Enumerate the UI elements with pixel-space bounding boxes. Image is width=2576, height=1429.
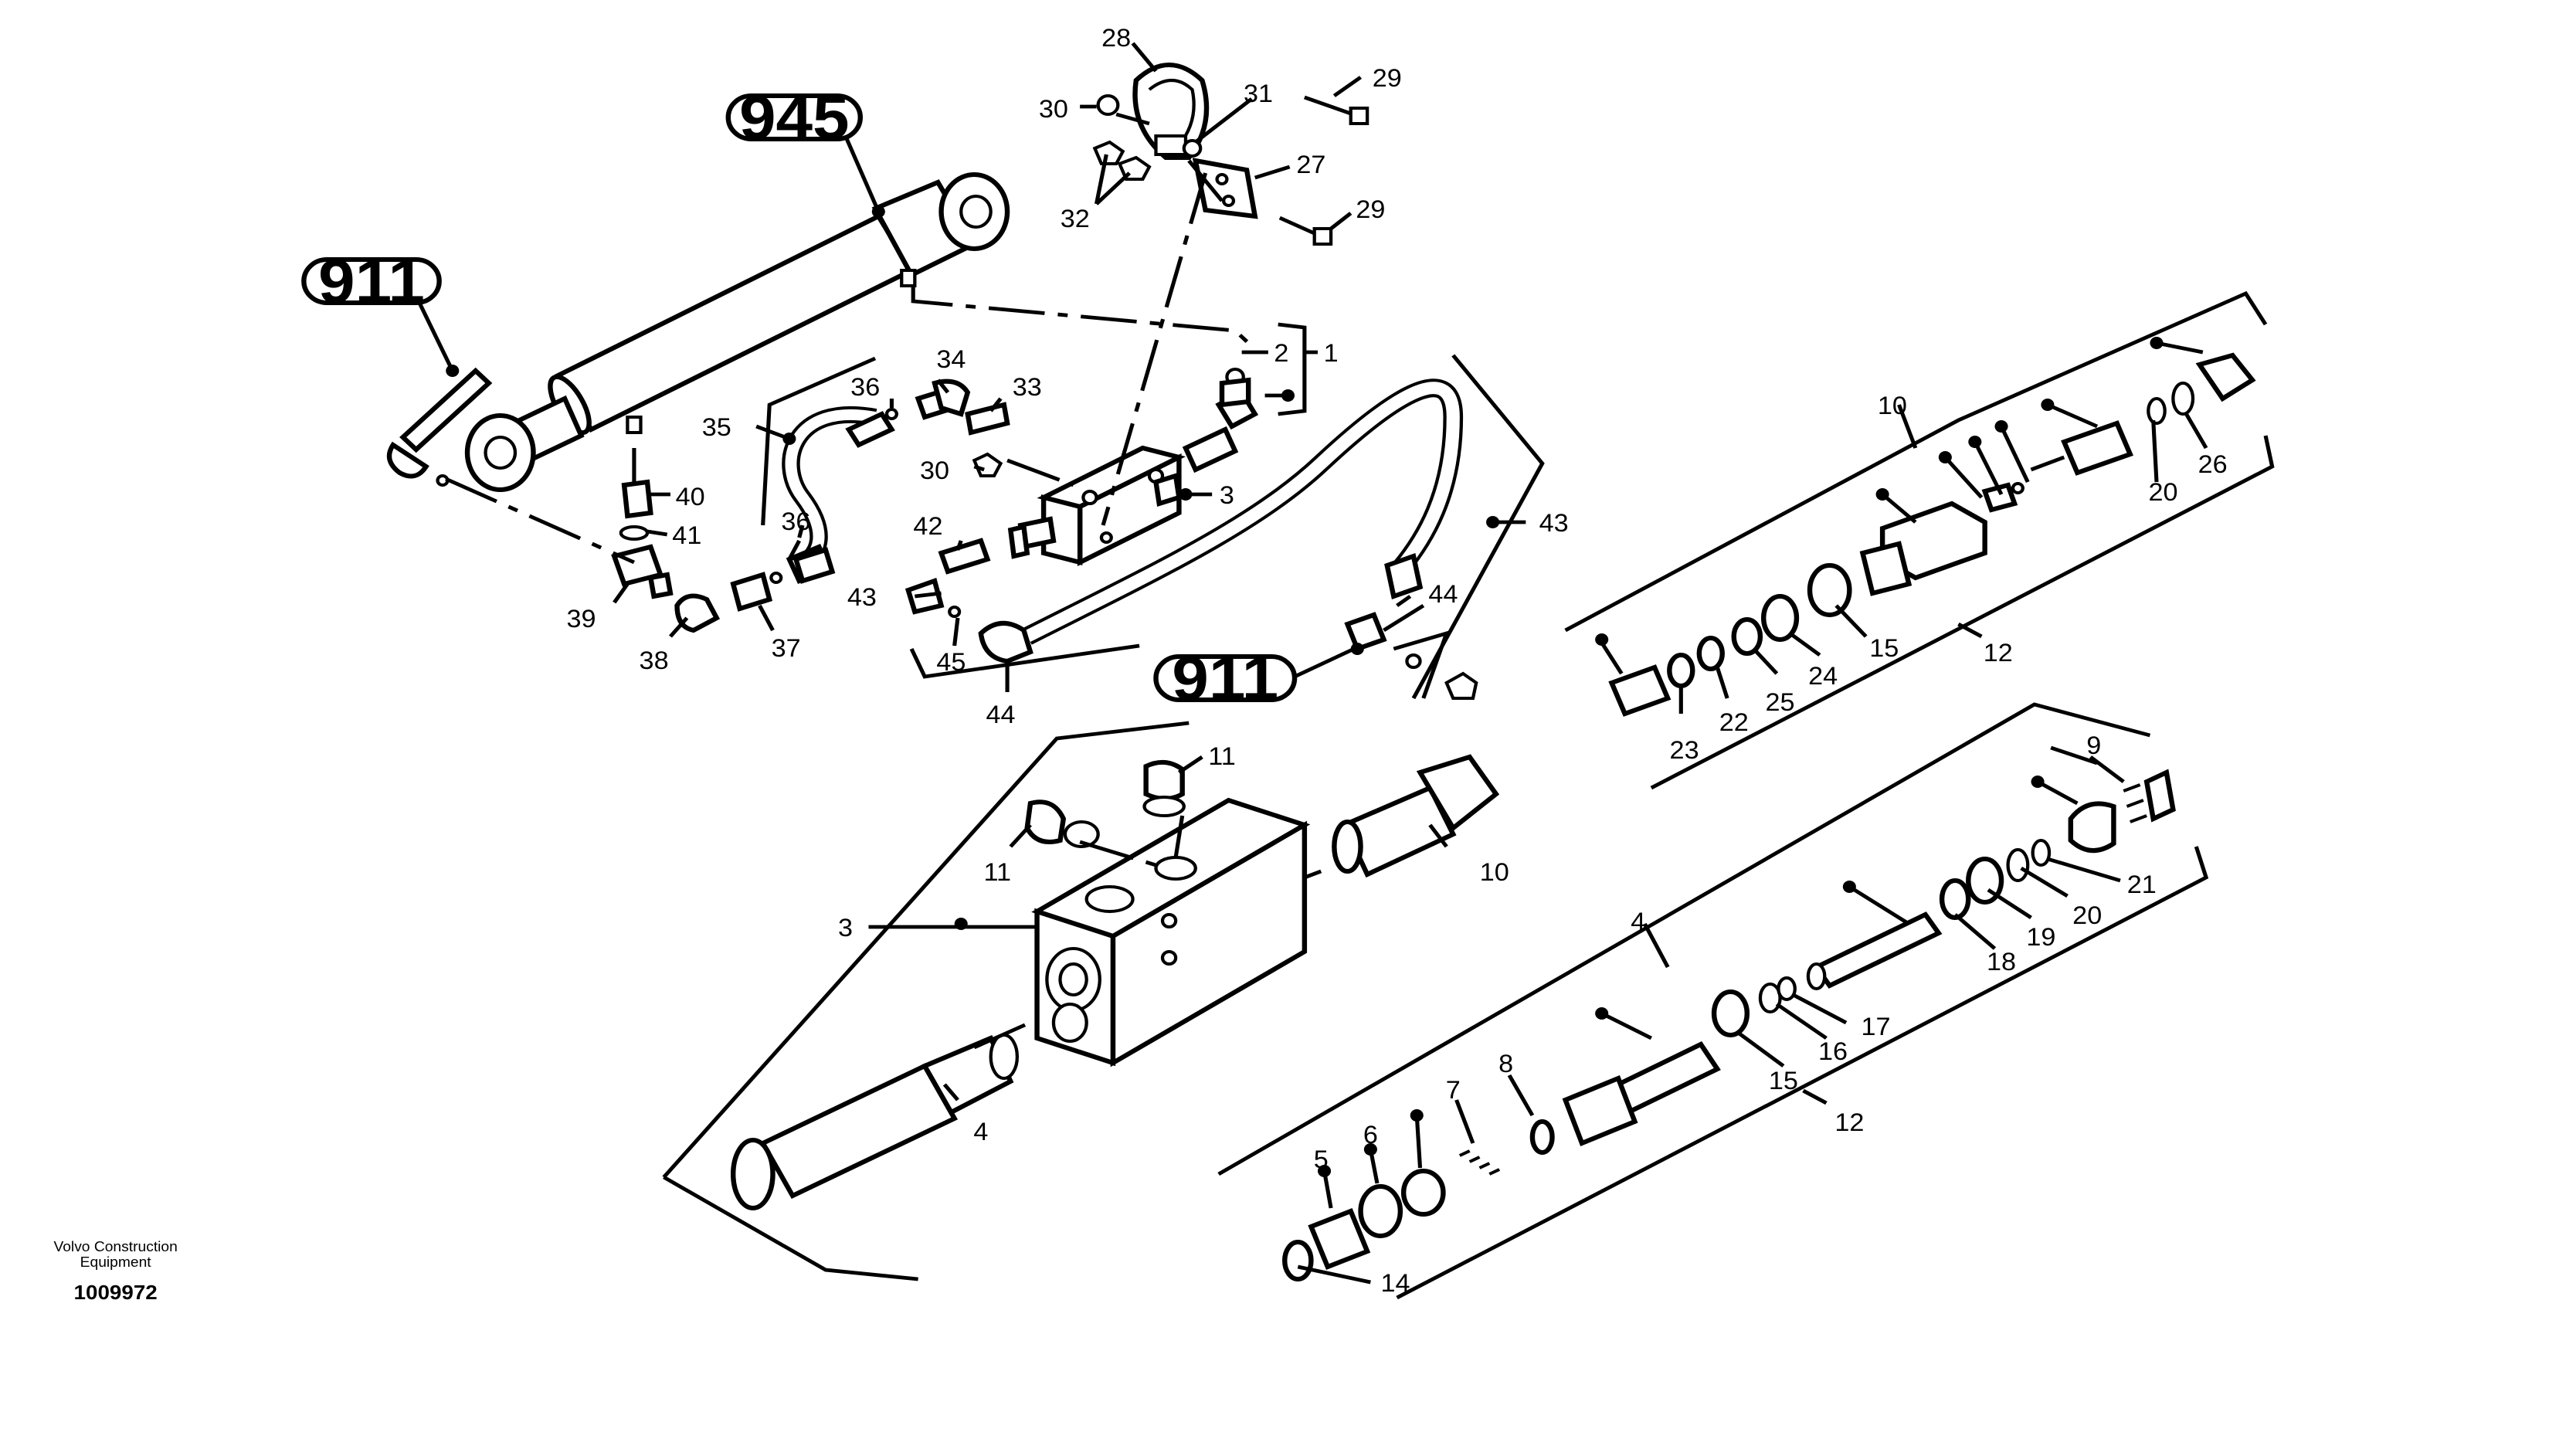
callout-19: 19 [2026,924,2055,952]
hose-end-fitting-left [386,367,493,487]
document-number: 1009972 [74,1281,158,1304]
callout-42: 42 [913,513,942,541]
clamp-bracket-group [1092,63,1369,246]
callout-38: 38 [640,647,669,675]
callout-33: 33 [1013,374,1042,402]
valve-block-main [1024,759,1311,1068]
callout-36-lower: 36 [781,508,810,536]
callout-9: 9 [2086,732,2101,760]
callout-4-left: 4 [973,1118,988,1146]
callout-25: 25 [1766,689,1795,717]
callout-22: 22 [1719,709,1749,737]
callout-3-lower: 3 [838,915,853,942]
callout-4-right: 4 [1631,908,1645,936]
callout-1: 1 [1324,340,1339,368]
callout-41: 41 [672,522,701,550]
callout-44-lower: 44 [986,701,1016,729]
leader-lines [417,42,2275,1300]
callout-2: 2 [1274,340,1288,368]
callout-14: 14 [1380,1270,1410,1298]
callout-10-lower: 10 [1480,859,1509,887]
valve-cartridge-upper [1608,352,2256,717]
callout-17: 17 [1862,1013,1891,1041]
callout-5: 5 [1314,1146,1329,1174]
callout-21: 21 [2127,871,2157,899]
callout-44-right: 44 [1428,581,1458,609]
reference-911-upper[interactable]: 911 [301,246,442,316]
callout-3-upper: 3 [1220,482,1234,510]
callout-40: 40 [676,484,705,511]
callout-23: 23 [1670,737,1699,765]
callout-26: 26 [2198,451,2228,479]
callout-45: 45 [936,649,966,677]
reference-945-label: 945 [739,83,850,152]
cartridge-10-lower [1332,754,1500,878]
callout-43-right: 43 [1539,510,1569,538]
callout-37: 37 [772,635,801,663]
callout-11-left: 11 [983,859,1011,887]
callout-11-top: 11 [1208,743,1236,771]
callout-12-upper: 12 [1984,640,2013,667]
callout-30-lower: 30 [920,457,949,485]
valve-cartridge-lower [1282,769,2176,1281]
callout-36-upper: 36 [850,374,880,402]
callout-16: 16 [1818,1038,1848,1066]
callout-31: 31 [1244,80,1273,108]
callout-20-lower: 20 [2072,902,2102,930]
callout-7: 7 [1446,1077,1461,1105]
reference-911-upper-label: 911 [318,246,425,316]
callout-15-lower: 15 [1769,1068,1798,1095]
callout-12-lower: 12 [1834,1109,1864,1137]
callout-labels: 28 30 31 29 27 32 29 2 1 36 34 33 35 30 … [566,25,2227,1298]
callout-8: 8 [1498,1051,1513,1078]
callout-6: 6 [1363,1122,1378,1149]
callout-29-lower: 29 [1356,196,1385,224]
callout-43-lower: 43 [847,584,877,612]
callout-10-upper: 10 [1878,392,1907,420]
callout-34: 34 [936,346,966,374]
footer: Volvo Construction Equipment 1009972 [53,1239,177,1304]
callout-27: 27 [1296,151,1325,179]
reference-911-lower-label: 911 [1172,643,1278,713]
callout-29-upper: 29 [1373,65,1402,93]
callout-15-upper: 15 [1869,635,1899,663]
hydraulic-cylinder [464,172,1010,492]
callout-20-upper: 20 [2149,479,2178,507]
callout-24: 24 [1808,663,1838,691]
callout-28: 28 [1101,25,1131,53]
callout-18: 18 [1987,949,2016,976]
callout-39: 39 [566,606,596,633]
callout-35: 35 [702,414,731,442]
tee-and-elbow-fittings [611,479,1478,700]
company-name-line1: Volvo Construction [53,1239,177,1254]
callout-30: 30 [1039,96,1068,124]
reference-911-lower[interactable]: 911 [1153,643,1298,713]
cartridge-4-lower [730,1034,1020,1210]
hose-43 [978,378,1464,664]
company-name-line2: Equipment [80,1254,152,1270]
reference-945[interactable]: 945 [725,83,864,152]
callout-32: 32 [1061,205,1090,233]
